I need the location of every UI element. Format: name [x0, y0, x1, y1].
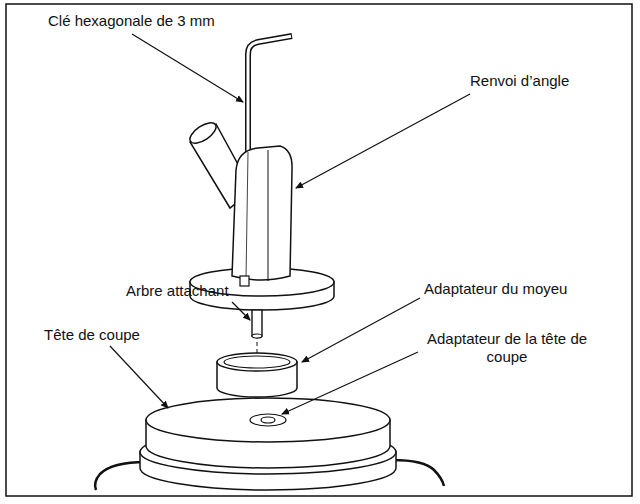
leader-line: [110, 346, 168, 408]
frame: [6, 4, 632, 496]
part-label: Arbre attachant: [126, 282, 229, 300]
leader-line: [296, 94, 470, 188]
leader-line: [302, 298, 420, 362]
leader-line: [232, 302, 250, 320]
part-label: Tête de coupe: [44, 326, 140, 344]
hub-adapter: [217, 353, 297, 397]
cutting-head: [95, 398, 444, 490]
hex-key: [248, 36, 292, 162]
leader-line: [132, 34, 243, 102]
part-label: Adaptateur du moyeu: [424, 280, 567, 298]
part-label: Adaptateur de la tête de coupe: [418, 330, 596, 366]
leader-line: [282, 352, 418, 414]
part-label: Renvoi d’angle: [470, 72, 569, 90]
part-label: Clé hexagonale de 3 mm: [48, 12, 215, 30]
leader-lines: [110, 34, 470, 414]
attaching-shaft: [252, 310, 262, 338]
